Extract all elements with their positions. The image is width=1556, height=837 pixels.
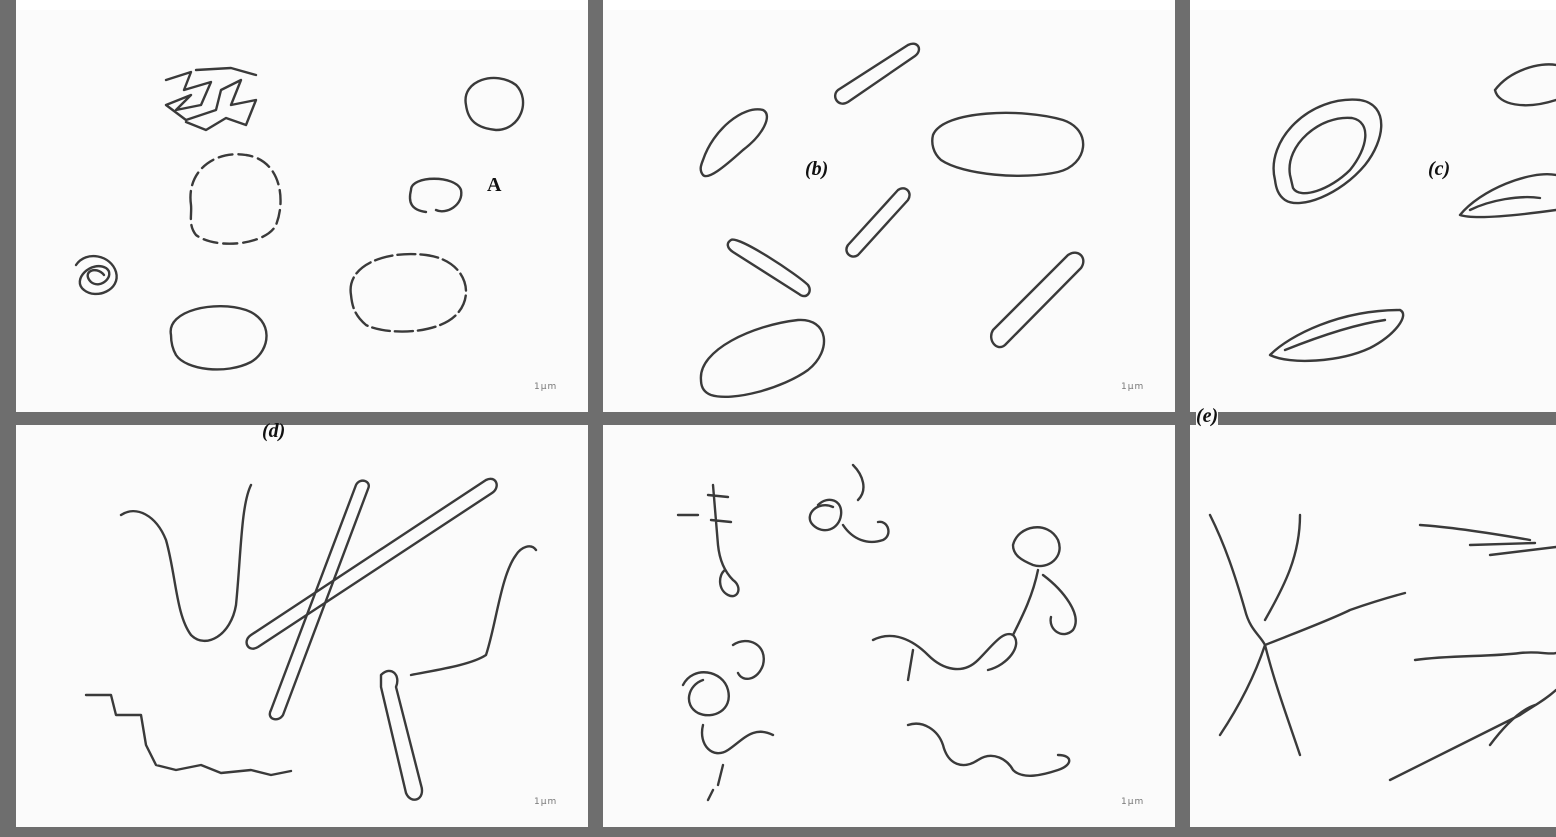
panel-d: 1μm xyxy=(16,425,588,827)
teardrop-ring xyxy=(701,109,767,176)
flat-ring xyxy=(1270,310,1403,361)
scale-mark: 1μm xyxy=(534,797,557,807)
fold-ring-top xyxy=(1495,64,1556,105)
straight-strand-mid xyxy=(1415,652,1556,660)
stepped-strand xyxy=(86,695,291,775)
tangled-knot xyxy=(76,256,117,294)
horizontal-divider xyxy=(0,412,1556,425)
panel-e-drawing xyxy=(603,425,1175,827)
panel-label-c: (c) xyxy=(1428,158,1450,181)
loop-cluster-left xyxy=(683,641,773,800)
short-rod xyxy=(846,188,909,256)
oval-ring xyxy=(171,306,267,369)
diagonal-rod xyxy=(728,240,810,297)
panel-f xyxy=(1190,425,1556,827)
straight-strand-top xyxy=(1420,525,1556,555)
panel-c-drawing xyxy=(1190,10,1556,412)
loop-cluster-top xyxy=(810,465,889,542)
scale-mark: 1μm xyxy=(534,382,557,392)
panel-b: 1μm xyxy=(603,10,1175,412)
panel-label-e: (e) xyxy=(1196,405,1218,428)
panel-label-b: (b) xyxy=(805,158,828,181)
straight-strand-bottom xyxy=(1390,690,1556,780)
panel-d-drawing xyxy=(16,425,588,827)
scale-mark: 1μm xyxy=(1121,797,1144,807)
panel-label-d: (d) xyxy=(262,420,285,443)
panel-c xyxy=(1190,10,1556,412)
long-rod-diagonal xyxy=(247,479,497,649)
panel-label-a: A xyxy=(487,174,501,197)
bean-ring xyxy=(701,320,824,397)
small-ring xyxy=(466,78,524,130)
wide-oval xyxy=(932,113,1083,176)
dashed-ring xyxy=(190,154,280,243)
open-ring xyxy=(410,179,461,212)
double-ring-inner xyxy=(1290,118,1366,193)
fold-ring-mid xyxy=(1460,174,1556,217)
panel-a: 1μm xyxy=(16,10,588,412)
panel-a-drawing xyxy=(16,10,588,412)
long-rod xyxy=(991,253,1083,347)
paddle-rod xyxy=(381,671,422,800)
panel-e: 1μm xyxy=(603,425,1175,827)
branching-strand xyxy=(1210,515,1405,755)
panel-b-drawing xyxy=(603,10,1175,412)
bottom-border xyxy=(0,827,1556,837)
tangled-strand xyxy=(166,68,256,130)
thermometer-strand xyxy=(678,485,738,596)
panel-f-drawing xyxy=(1190,425,1556,827)
wavy-strand-right xyxy=(873,634,1016,680)
loop-cluster-right xyxy=(1013,527,1076,635)
u-strand xyxy=(121,485,251,641)
large-ring xyxy=(351,254,466,332)
rod-ring xyxy=(835,44,919,104)
hook-strand xyxy=(411,546,536,675)
long-rod-steep xyxy=(270,481,369,720)
wavy-strand-bottom xyxy=(908,724,1069,776)
scale-mark: 1μm xyxy=(1121,382,1144,392)
